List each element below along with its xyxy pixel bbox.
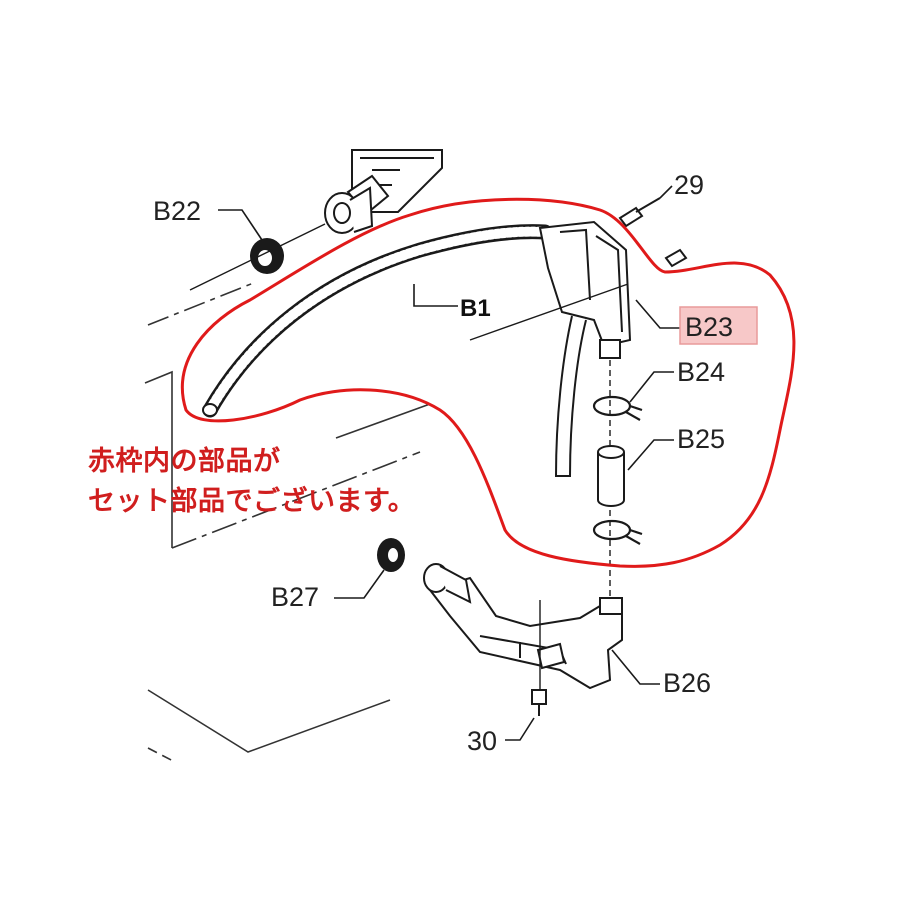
b23-highlight-box xyxy=(679,306,758,345)
center-axis-line xyxy=(469,283,629,341)
label-b24: B24 xyxy=(677,357,725,387)
b22-axis-line xyxy=(189,223,326,291)
screw-extra xyxy=(664,248,688,268)
b26-bracket xyxy=(428,576,623,690)
set-parts-note: 赤枠内の部品が セット部品でございます。 xyxy=(88,442,415,522)
set-parts-note-line-1: 赤枠内の部品が xyxy=(88,446,281,477)
b27-grommet xyxy=(377,538,405,572)
label-b27: B27 xyxy=(271,582,319,612)
b24-clip-lower xyxy=(592,519,643,545)
screw-30 xyxy=(531,689,547,716)
label-b23: B23 xyxy=(685,312,733,342)
screw-29 xyxy=(618,197,661,228)
label-b22: B22 xyxy=(153,196,201,226)
set-parts-note-line-2: セット部品でございます。 xyxy=(88,486,416,517)
b1-hose xyxy=(202,224,553,418)
b22-fitting xyxy=(324,186,374,234)
label-30: 30 xyxy=(467,726,497,756)
b25-collar xyxy=(597,445,625,507)
label-b25: B25 xyxy=(677,424,725,454)
frame-lines xyxy=(144,281,431,763)
leader-lines xyxy=(218,185,680,741)
label-29: 29 xyxy=(674,170,704,200)
b22-grommet xyxy=(250,238,284,274)
b27-fitting xyxy=(423,563,472,604)
label-b26: B26 xyxy=(663,668,711,698)
b24-clip xyxy=(592,395,643,421)
label-b1: B1 xyxy=(460,295,491,322)
b23-valve-assembly xyxy=(538,220,632,477)
set-parts-outline xyxy=(180,197,796,568)
